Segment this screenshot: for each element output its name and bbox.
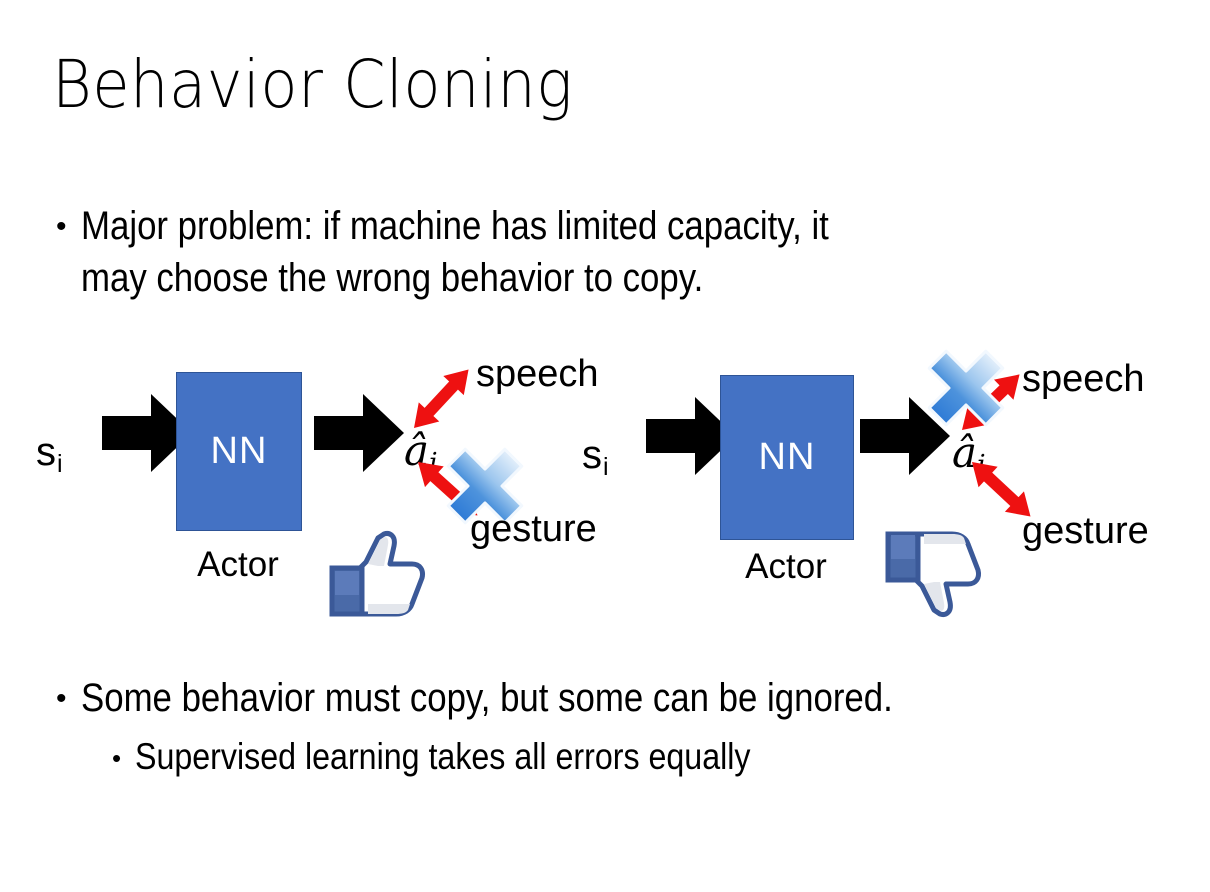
branch-label-speech-right: speech [1022, 358, 1145, 400]
state-symbol: s [36, 430, 56, 474]
nn-box-label: NN [210, 430, 268, 472]
action-subscript: i [429, 447, 438, 479]
black-arrow-input-icon [102, 394, 192, 472]
nn-box-right[interactable]: NN [720, 375, 854, 540]
bullet-bottom-level1: • Some behavior must copy, but some can … [56, 672, 1176, 726]
nn-box-left[interactable]: NN [176, 372, 302, 531]
state-subscript: i [57, 450, 63, 478]
diagram-behavior-cloning-wrong: si NN Actor â i [560, 340, 1149, 630]
arrow-input-left-layer [102, 394, 404, 472]
thumbs-up-icon [329, 531, 425, 617]
action-symbol: â [952, 428, 978, 477]
bullet-marker-icon: • [112, 743, 122, 773]
state-symbol: s [582, 433, 602, 477]
red-double-arrow-speech-icon [414, 369, 469, 428]
page-title: Behavior Cloning [52, 46, 574, 123]
bullet-top-text: Major problem: if machine has limited ca… [80, 204, 829, 300]
branch-label-gesture-left: gesture [470, 508, 597, 550]
branch-label-speech-left: speech [476, 353, 599, 395]
red-double-arrow-gesture-icon [972, 462, 1031, 517]
black-arrow-output-icon [860, 397, 950, 475]
state-label-right: si [582, 435, 609, 487]
cross-out-speech-right-layer [927, 349, 1005, 427]
state-subscript: i [603, 453, 609, 481]
bullet-bottom-level2-text: Supervised learning takes all errors equ… [135, 736, 751, 777]
diagram-behavior-cloning-correct: si NN Actor âi [14, 340, 599, 630]
actor-caption-right: Actor [745, 547, 827, 586]
nn-box-label: NN [758, 436, 816, 478]
bullet-marker-icon: • [56, 210, 67, 243]
action-label-left: âi [404, 430, 438, 485]
branch-label-gesture-right: gesture [1022, 510, 1149, 552]
actor-caption-left: Actor [197, 545, 279, 584]
state-label-left: si [36, 432, 63, 484]
bullet-marker-icon: • [56, 682, 67, 715]
cross-out-gesture-left-layer [446, 447, 524, 525]
thumbs-down-icon [885, 531, 981, 617]
arrow-input-right-layer [646, 397, 950, 475]
bullet-bottom-level1-text: Some behavior must copy, but some can be… [80, 676, 893, 720]
blue-cross-gesture-icon [446, 447, 524, 525]
black-arrow-input-icon [646, 397, 736, 475]
bullet-top: • Major problem: if machine has limited … [56, 200, 1146, 304]
blue-cross-speech-icon [927, 349, 1005, 427]
black-arrow-output-icon [314, 394, 404, 472]
bullet-bottom-level2: • Supervised learning takes all errors e… [112, 733, 1172, 783]
